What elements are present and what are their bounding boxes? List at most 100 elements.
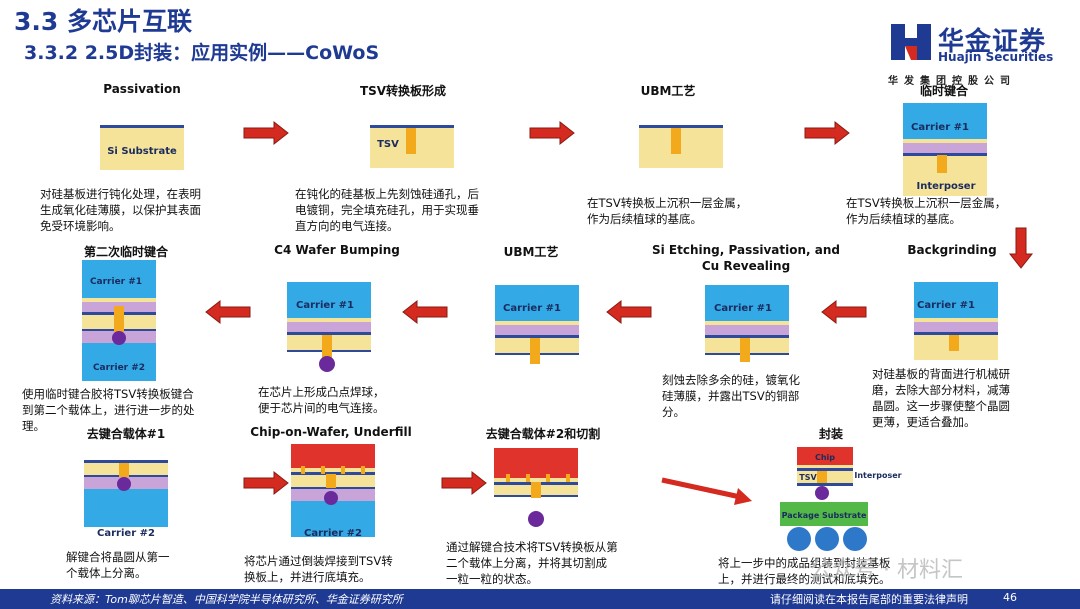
c4-bumping-layer (287, 332, 371, 335)
page-title: 3.3 多芯片互联 (14, 7, 192, 36)
step-title: UBM工艺 (640, 84, 696, 98)
description-line: 将上一步中的成品组装到封装基板 (718, 556, 891, 570)
description-line: 生成氧化硅薄膜，以保护其表面 (40, 203, 201, 217)
tsv-via (671, 128, 681, 154)
c4-bumping-layer (287, 282, 371, 318)
arrow-right-icon (529, 120, 575, 146)
description-line: 将芯片通过倒装焊接到TSV转 (244, 554, 393, 568)
si-etching-layer (705, 321, 789, 325)
description-line: 解键合将晶圆从第一 (66, 550, 170, 564)
tsv-via (406, 128, 416, 154)
logo-name-cn: 华金证券 (938, 27, 1047, 57)
micro-bump (361, 466, 365, 474)
step-description: 在钝化的硅基板上先刻蚀硅通孔，后电镀铜，完全填充硅孔，用于实现垂直方向的电气连接… (295, 186, 479, 234)
chip-on-wafer-layer (291, 501, 375, 537)
footer-bar (0, 589, 1080, 609)
arrow-right-icon (441, 470, 487, 496)
tsv-via (949, 335, 959, 351)
step-description: 使用临时键合胶将TSV转换板键合到第二个载体上，进行进一步的处理。 (22, 386, 195, 434)
si-etching-layer (705, 285, 789, 321)
description-line: 二个载体上分离，并将其切割成 (446, 556, 607, 570)
carrier2-label: Carrier #2 (304, 528, 362, 539)
page-number: 46 (1003, 591, 1017, 604)
interposer-label: Interposer (854, 471, 901, 480)
tsv-label: TSV (377, 139, 399, 150)
chip-on-wafer-layer (291, 444, 375, 468)
micro-bump (506, 474, 510, 482)
second-bond-layer (82, 343, 156, 381)
package-substrate-label: Package Substrate (782, 511, 867, 520)
step-description: 解键合将晶圆从第一个载体上分离。 (66, 549, 170, 581)
step-title: C4 Wafer Bumping (274, 243, 400, 257)
c4-bumping-layer (287, 322, 371, 332)
carrier1-label: Carrier #1 (296, 300, 354, 311)
step-title: 去键合载体#2和切割 (485, 427, 601, 441)
arrow-left-icon (402, 299, 448, 325)
description-line: 到第二个载体上，进行进一步的处 (22, 403, 195, 417)
footer-source: 资料来源：Tom聊芯片智造、中国科学院半导体研究所、华金证券研究所 (50, 593, 403, 606)
description-line: 上，并进行最终的测试和底填充。 (718, 572, 891, 586)
package-layer (797, 468, 853, 471)
backgrinding-layer (914, 282, 998, 318)
description-line: 在钝化的硅基板上先刻蚀硅通孔，后 (295, 187, 479, 201)
description-line: 一粒一粒的状态。 (446, 572, 538, 586)
ubm-2-layer (495, 335, 579, 338)
step-description: 在TSV转换板上沉积一层金属，作为后续植球的基底。 (846, 195, 1006, 227)
second-bond-layer (82, 260, 156, 298)
carrier1-label: Carrier #1 (503, 303, 561, 314)
arrow-left-icon (606, 299, 652, 325)
arrow-right-icon (243, 470, 289, 496)
ubm-2-layer (495, 285, 579, 321)
arrow-right-icon (243, 120, 289, 146)
description-line: 刻蚀去除多余的硅，镀氧化 (662, 373, 800, 387)
chip-on-wafer-layer (291, 472, 375, 475)
package-layer (797, 483, 853, 486)
step-description: 在TSV转换板上沉积一层金属，作为后续植球的基底。 (587, 195, 747, 227)
package-chip (797, 447, 853, 465)
solder-bump (815, 486, 829, 500)
description-line: 硅薄膜，并露出TSV的铜部 (662, 389, 800, 403)
backgrinding-layer (914, 322, 998, 332)
tsv-via (531, 482, 541, 498)
footer-legal-note: 请仔细阅读在本报告尾部的重要法律声明 (770, 593, 968, 606)
si-etching-layer (705, 325, 789, 335)
carrier1-label: Carrier #1 (90, 277, 142, 287)
si-substrate-label: Si Substrate (107, 146, 177, 157)
solder-bump (324, 491, 338, 505)
description-line: 免受环境影响。 (40, 219, 121, 233)
micro-bump (301, 466, 305, 474)
step-title: 第二次临时键合 (83, 245, 169, 259)
debond-1-layer (84, 460, 168, 463)
description-line: 换板上，并进行底填充。 (244, 570, 371, 584)
solder-bump (112, 331, 126, 345)
step-description: 对硅基板进行钝化处理，在表明生成氧化硅薄膜，以保护其表面免受环境影响。 (40, 186, 201, 234)
step-description: 将芯片通过倒装焊接到TSV转换板上，并进行底填充。 (244, 553, 393, 585)
debond-dice-layer (494, 478, 578, 482)
description-line: 作为后续植球的基底。 (846, 212, 961, 226)
arrow-down-icon (1008, 227, 1034, 269)
micro-bump (566, 474, 570, 482)
step-title: Passivation (103, 82, 181, 96)
tsv-via (326, 474, 336, 488)
step-description: 通过解键合技术将TSV转换板从第二个载体上分离，并将其切割成一粒一粒的状态。 (446, 539, 618, 587)
arrow-right-icon (661, 477, 746, 501)
step-title: Chip-on-Wafer, Underfill (250, 425, 412, 439)
step-title: TSV转换板形成 (359, 84, 447, 98)
logo-tagline: 华发集团控股公司 (888, 76, 1016, 87)
temp-bond-layer (903, 139, 987, 143)
step-description: 在芯片上形成凸点焊球，便于芯片间的电气连接。 (258, 384, 385, 416)
description-line: 作为后续植球的基底。 (587, 212, 702, 226)
package-substrate (780, 502, 868, 526)
description-line: 便于芯片间的电气连接。 (258, 401, 385, 415)
package-ball (787, 527, 811, 551)
micro-bump (526, 474, 530, 482)
step-title: UBM工艺 (503, 245, 559, 259)
carrier1-label: Carrier #1 (917, 300, 975, 311)
tsv-via (937, 155, 947, 173)
watermark: 公众号 · 材料汇 (810, 558, 963, 583)
tsv-via (119, 463, 129, 477)
step-title: Cu Revealing (701, 259, 791, 273)
micro-bump (341, 466, 345, 474)
step-title: 封装 (818, 427, 844, 441)
